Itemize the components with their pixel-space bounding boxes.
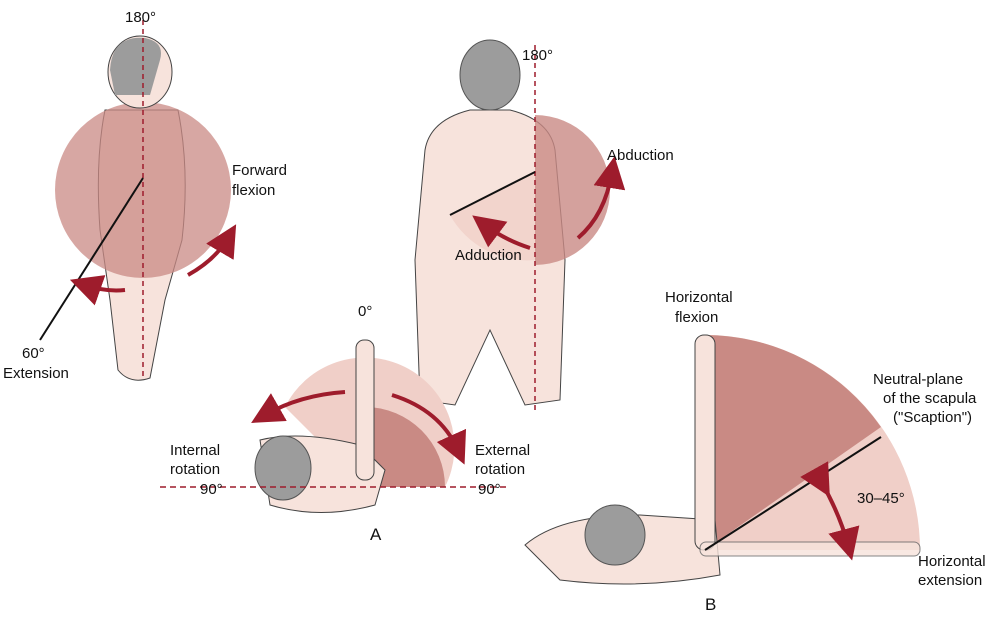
zero-angle: 0° <box>358 303 372 320</box>
abduction-arc <box>535 115 610 265</box>
adduction-label: Adduction <box>455 247 522 264</box>
external-rotation-label-2: rotation <box>475 461 525 478</box>
forward-flexion-label-2: flexion <box>232 182 275 199</box>
internal-angle: 90° <box>200 481 223 498</box>
external-rotation-arc <box>365 407 445 487</box>
side-view-figure: 180° Forward flexion 60° Extension <box>3 9 287 382</box>
horizontal-flexion-label: Horizontal <box>665 289 733 306</box>
external-rotation-arrow-icon <box>391 393 467 465</box>
hair <box>110 37 161 95</box>
internal-rotation-arrow-icon <box>251 390 346 423</box>
scaption-range-arrow-icon <box>800 461 860 561</box>
extension-angle: 60° <box>22 345 45 362</box>
horizontal-motion-figure: Horizontal flexion Neutral-plane of the … <box>524 289 986 614</box>
external-rotation-label: External <box>475 442 530 459</box>
adduction-arrow-icon <box>472 215 531 250</box>
scaption-line <box>704 436 882 551</box>
scaption-label-2: of the scapula <box>883 390 977 407</box>
scaption-label-3: ("Scaption") <box>893 409 972 426</box>
flexion-arc <box>55 102 231 278</box>
scaption-angle-range: 30–45° <box>857 490 905 507</box>
back-view-figure: 180° Abduction Adduction <box>414 39 674 410</box>
horizontal-extension-label: Horizontal <box>918 553 986 570</box>
internal-rotation-label-2: rotation <box>170 461 220 478</box>
external-angle: 90° <box>478 481 501 498</box>
internal-rotation-label: Internal <box>170 442 220 459</box>
scaption-label: Neutral-plane <box>873 371 963 388</box>
abduction-arrow-icon <box>576 156 626 240</box>
horizontal-extension-label-2: extension <box>918 572 982 589</box>
side-top-angle: 180° <box>125 9 156 26</box>
horizontal-flexion-label-2: flexion <box>675 309 718 326</box>
extension-line <box>39 177 144 341</box>
panel-b-label: B <box>705 595 716 614</box>
abduction-label: Abduction <box>607 147 674 164</box>
extension-arrow-icon <box>69 275 126 306</box>
back-top-angle: 180° <box>522 47 553 64</box>
top-view-figure: 0° Internal rotation 90° External rotati… <box>160 303 530 544</box>
horizontal-flexion-arc <box>705 335 881 550</box>
forward-flexion-label: Forward <box>232 162 287 179</box>
extension-label: Extension <box>3 365 69 382</box>
panel-a-label: A <box>370 525 382 544</box>
flexion-arrow-icon <box>187 224 237 277</box>
